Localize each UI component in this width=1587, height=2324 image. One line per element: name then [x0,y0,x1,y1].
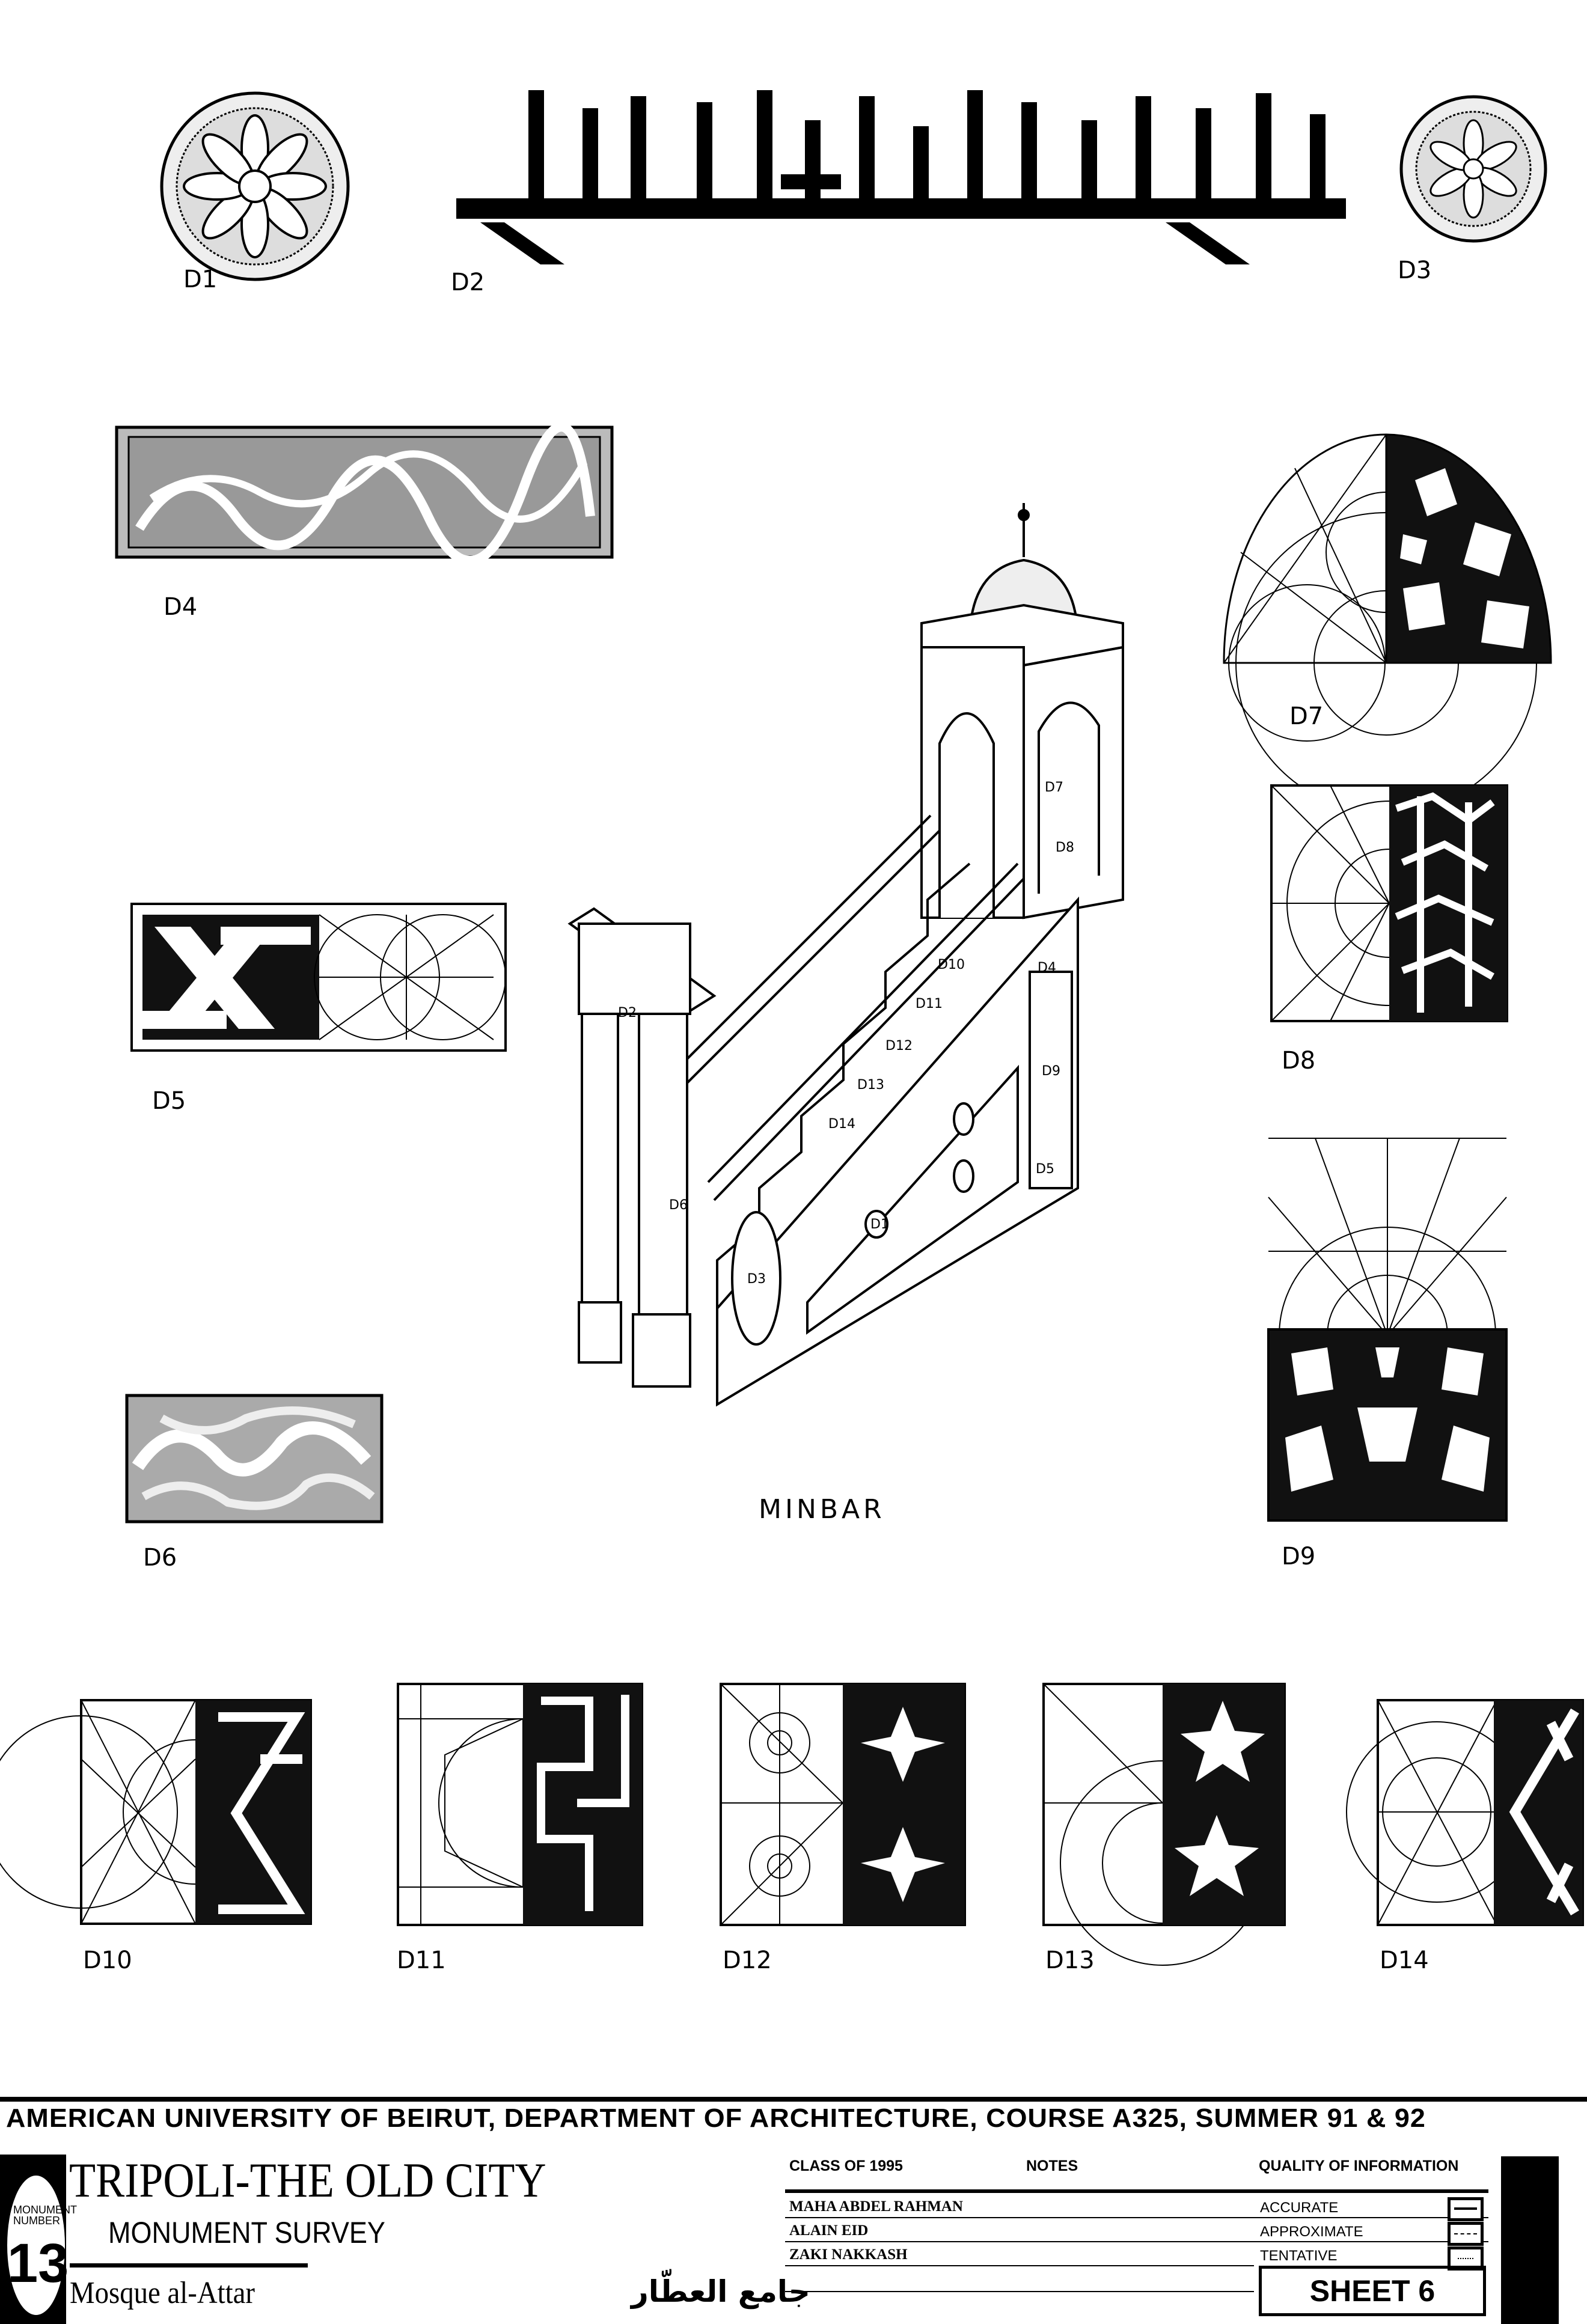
columns-rule [785,2189,1488,2193]
label-d9: D9 [1282,1543,1316,1570]
monument-name-arabic: جامع العطّار [631,2274,810,2309]
student-name: MAHA ABDEL RAHMAN [789,2198,963,2215]
minbar-tag: D3 [747,1272,766,1287]
minbar-tag: D5 [1036,1162,1054,1177]
label-d14: D14 [1380,1947,1429,1974]
survey-title: TRIPOLI-THE OLD CITY [69,2153,546,2207]
quality-approximate: APPROXIMATE [1260,2224,1363,2240]
title-block-top-rule [0,2097,1587,2102]
minbar-tag: D8 [1056,840,1074,855]
label-d2: D2 [451,269,485,296]
minbar-tag: D2 [618,1005,637,1020]
geometric-pattern-d9 [1267,1138,1508,1522]
student-name: ZAKI NAKKASH [789,2246,908,2263]
minbar-tag: D10 [938,957,965,972]
geometric-pattern-d13 [1042,1683,1286,1966]
geometric-pattern-d8 [1270,784,1508,1022]
geometric-pattern-d11 [397,1683,643,1926]
calligraphy-panel-d4 [115,422,614,566]
geometric-pattern-d7 [1223,433,1552,814]
rosette-medallion-d3 [1399,95,1547,243]
geometric-pattern-d12 [720,1683,966,1926]
minbar-tag: D9 [1042,1064,1060,1079]
quality-tentative: TENTATIVE [1260,2248,1338,2264]
student-name: ALAIN EID [789,2222,869,2239]
monument-number-badge: MONUMENT NUMBER 13 [7,2176,77,2315]
label-d11: D11 [397,1947,446,1974]
institution-header: AMERICAN UNIVERSITY OF BEIRUT, DEPARTMEN… [6,2103,1426,2133]
label-d12: D12 [723,1947,772,1974]
monument-name: Mosque al-Attar [70,2276,255,2310]
minbar-tag: D1 [870,1217,889,1232]
sheet-number: SHEET 6 [1259,2266,1486,2316]
quality-label: QUALITY OF INFORMATION [1259,2158,1459,2174]
approximate-line-key [1448,2222,1484,2246]
minbar-title: MINBAR [759,1494,885,1525]
minbar-tag: D4 [1038,960,1056,975]
row-rule [785,2217,1488,2218]
minbar-tag: D6 [669,1198,688,1213]
row-rule [785,2265,1254,2266]
minbar-tag: D12 [885,1038,913,1054]
calligraphy-inscription-d2 [456,90,1346,264]
arabesque-panel-d6 [125,1394,384,1523]
minbar-tag: D7 [1045,780,1063,795]
geometric-pattern-d10 [0,1699,312,1925]
right-edge-bar [1501,2156,1559,2324]
minbar-tag: D11 [916,996,943,1011]
label-d7: D7 [1289,703,1324,730]
geometric-pattern-d14 [1346,1699,1584,1926]
label-d4: D4 [164,593,198,621]
class-label: CLASS OF 1995 [789,2158,903,2174]
row-rule [785,2241,1488,2242]
minbar-isometric-drawing: D2 D6 D7 D8 D4 D9 D10 D11 D12 D13 D14 D1… [567,503,1124,1407]
survey-subtitle: MONUMENT SURVEY [108,2216,385,2249]
accurate-line-key [1448,2197,1484,2221]
quality-accurate: ACCURATE [1260,2200,1339,2216]
row-rule [785,2291,1254,2292]
label-d8: D8 [1282,1047,1316,1075]
label-d6: D6 [143,1544,177,1572]
minbar-tag: D13 [857,1078,884,1093]
label-d3: D3 [1398,257,1432,284]
monument-number: 13 [7,2233,69,2294]
label-d10: D10 [83,1947,132,1974]
title-rule [70,2263,308,2268]
monument-number-label: MONUMENT NUMBER [13,2204,77,2227]
rosette-medallion-d1 [160,91,350,281]
label-d13: D13 [1045,1947,1095,1974]
geometric-pattern-d5 [130,903,507,1052]
minbar-tag: D14 [828,1117,855,1132]
label-d5: D5 [152,1087,186,1115]
notes-label: NOTES [1026,2158,1078,2174]
label-d1: D1 [183,266,218,293]
